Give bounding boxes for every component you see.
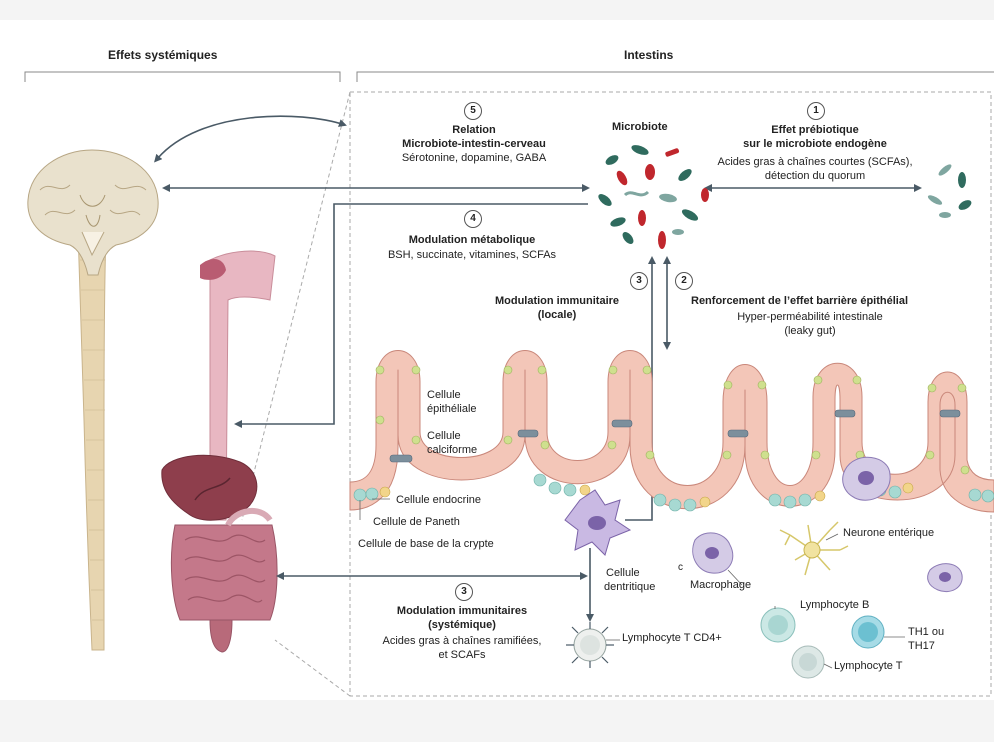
effect-2-line-1: Hyper-perméabilité intestinale — [737, 311, 883, 323]
number-2: 2 — [675, 272, 693, 290]
number-3-local: 3 — [630, 272, 648, 290]
label-lymphocyte-cd4: Lymphocyte T CD4+ — [622, 632, 722, 644]
effect-3-sys-line-2: et SCAFs — [438, 649, 486, 661]
brain — [27, 149, 159, 276]
arrow-3-local — [625, 256, 656, 521]
effect-1-line-2: détection du quorum — [764, 170, 866, 182]
label-c-mark: c — [678, 562, 683, 573]
microbiota-label: Microbiote — [612, 121, 668, 133]
effect-3-local-title-2: (locale) — [537, 309, 577, 321]
label-macrophage: Macrophage — [690, 579, 752, 591]
label-th-1: TH1 ou — [908, 626, 945, 638]
microbiota-cluster — [598, 145, 709, 249]
enteric-neuron — [779, 521, 849, 576]
liver — [161, 454, 258, 521]
effect-3-sys-line-1: Acides gras à chaînes ramifiées, — [382, 635, 542, 647]
label-crypt: Cellule de base de la crypte — [358, 538, 494, 550]
gut-zoom-box — [349, 91, 992, 697]
gut-bracket — [356, 71, 994, 82]
label-goblet-2: calciforme — [427, 444, 478, 456]
arrow-brain-curve — [154, 115, 347, 163]
effect-5-title-2: Microbiote-intestin-cerveau — [402, 138, 546, 150]
number-1: 1 — [807, 102, 825, 120]
systemic-bracket — [24, 71, 341, 82]
label-neuron: Neurone entérique — [843, 527, 935, 539]
label-th-2: TH17 — [908, 640, 935, 652]
intestines — [170, 508, 278, 653]
macrophage-cell-3 — [927, 563, 963, 593]
effect-2-title: Renforcement de l’effet barrière épithél… — [691, 295, 909, 307]
esophagus — [209, 250, 276, 521]
effect-5-title-1: Relation — [452, 124, 496, 136]
lymphocyte-t — [791, 645, 825, 679]
effect-3-local-title-1: Modulation immunitaire — [494, 295, 620, 307]
intestinal-villi — [349, 350, 994, 513]
lymphocyte-b — [760, 607, 796, 643]
effect-4-line-1: BSH, succinate, vitamines, SCFAs — [387, 249, 557, 261]
effect-1-title-2: sur le microbiote endogène — [743, 138, 887, 150]
label-lymphocyte-b: Lymphocyte B — [800, 599, 870, 611]
number-5: 5 — [464, 102, 482, 120]
label-paneth: Cellule de Paneth — [373, 516, 460, 528]
lymphocyte-th — [851, 615, 885, 649]
lymphocyte-t-cd4 — [566, 622, 614, 668]
effect-5-line-1: Sérotonine, dopamine, GABA — [401, 152, 547, 164]
label-goblet-1: Cellule — [427, 430, 461, 442]
effect-1-line-1: Acides gras à chaînes courtes (SCFAs), — [717, 156, 913, 168]
macrophage-cell — [692, 532, 734, 574]
number-4: 4 — [464, 210, 482, 228]
label-dendritic-2: dentritique — [604, 581, 656, 593]
label-endocrine: Cellule endocrine — [396, 494, 481, 506]
label-epithelial-2: épithéliale — [427, 403, 477, 415]
label-lymphocyte-t: Lymphocyte T — [834, 660, 903, 672]
label-dendritic-1: Cellule — [606, 567, 640, 579]
effect-3-sys-title-1: Modulation immunitaires — [396, 605, 528, 617]
macrophage-cell-2 — [842, 456, 891, 501]
arrow-4 — [234, 203, 588, 428]
header-gut: Intestins — [624, 48, 674, 62]
effect-1-title-1: Effet prébiotique — [771, 124, 859, 136]
effect-3-sys-title-2: (systémique) — [428, 619, 496, 631]
label-epithelial-1: Cellule — [427, 389, 461, 401]
dendritic-cell — [564, 489, 632, 556]
endogenous-bacteria — [927, 164, 972, 218]
effect-2-line-2: (leaky gut) — [784, 325, 836, 337]
number-3-systemic: 3 — [455, 583, 473, 601]
effect-4-title: Modulation métabolique — [408, 234, 536, 246]
header-systemic: Effets systémiques — [108, 48, 218, 62]
